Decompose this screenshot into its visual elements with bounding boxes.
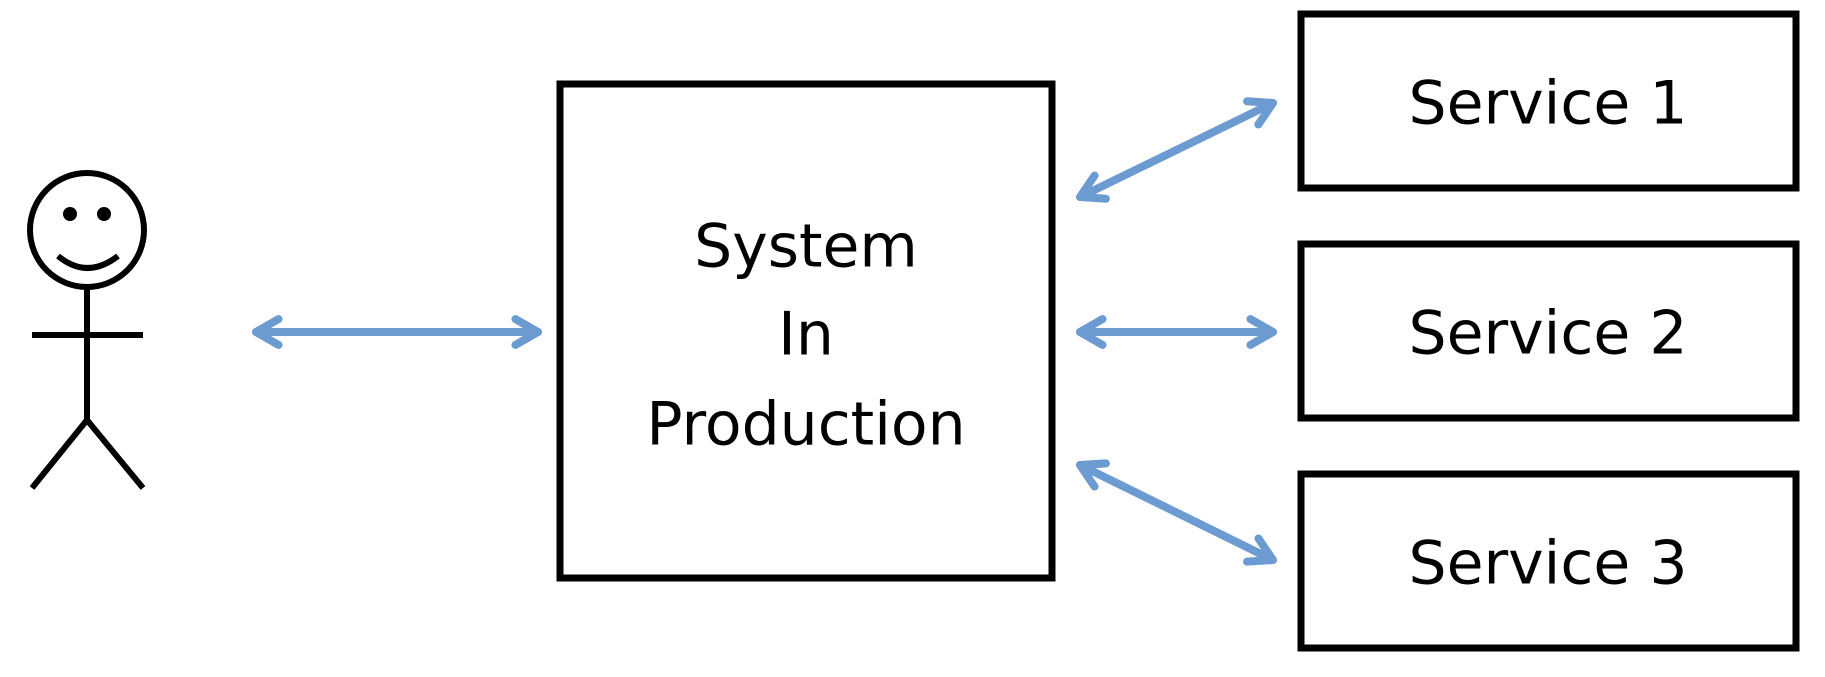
connection-system-service-1 (1076, 97, 1277, 203)
service-3-label: Service 3 (1409, 529, 1688, 599)
arrow-shaft (1076, 461, 1277, 564)
system-box: System In Production (556, 80, 1056, 582)
arrowhead-start (1076, 459, 1110, 491)
service-box-3: Service 3 (1297, 470, 1800, 652)
service-box-2: Service 2 (1297, 240, 1800, 422)
arrowhead-start (1076, 315, 1107, 349)
connection-actor-system (252, 315, 542, 349)
system-label-line-2: In (778, 300, 834, 370)
service-box-1: Service 1 (1297, 10, 1800, 192)
arrow-shaft (1076, 99, 1277, 201)
connection-system-service-3 (1076, 459, 1277, 566)
arrowhead-start (1076, 171, 1110, 203)
system-label-line-3: Production (646, 390, 965, 460)
service-2-label: Service 2 (1409, 299, 1688, 369)
arrowhead-end (1246, 315, 1277, 349)
arrowhead-end (1243, 534, 1277, 566)
connection-system-service-2 (1076, 315, 1277, 349)
arrowhead-start (252, 315, 283, 349)
arrowhead-end (511, 315, 542, 349)
service-1-label: Service 1 (1409, 69, 1688, 139)
arrowhead-end (1243, 97, 1277, 129)
system-label-line-1: System (694, 212, 918, 282)
stick-figure-user-icon (27, 170, 147, 490)
